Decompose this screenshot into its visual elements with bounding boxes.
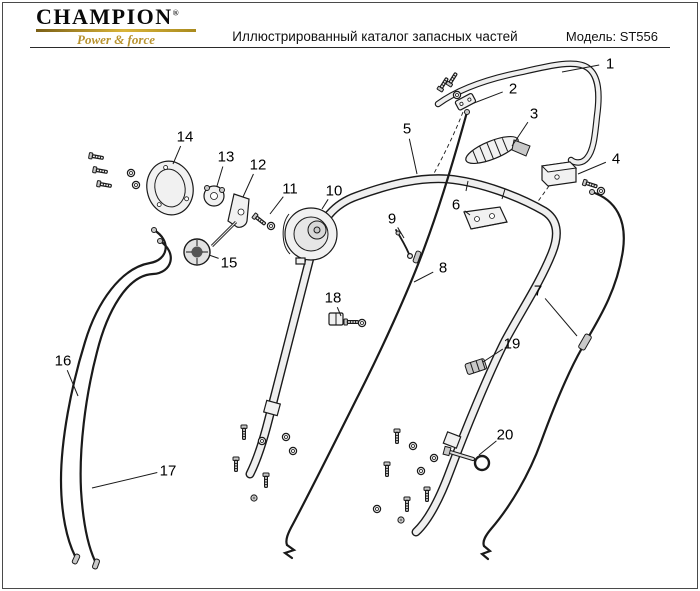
part-cable-end xyxy=(395,229,414,260)
svg-text:11: 11 xyxy=(282,180,298,197)
callout-19: 19 xyxy=(482,335,521,363)
callout-7: 7 xyxy=(534,282,578,337)
callout-17: 17 xyxy=(91,462,177,489)
svg-text:16: 16 xyxy=(55,352,72,369)
svg-text:4: 4 xyxy=(612,150,620,167)
callout-6: 6 xyxy=(452,196,471,216)
part-fasteners xyxy=(251,212,276,231)
callout-2: 2 xyxy=(473,80,517,104)
part-upper-handle-bar xyxy=(434,60,602,166)
callout-20: 20 xyxy=(478,426,514,456)
part-oval-cover xyxy=(87,151,194,216)
callout-15: 15 xyxy=(208,254,238,271)
callout-4: 4 xyxy=(577,150,620,175)
part-round-knob xyxy=(183,238,211,266)
model-label: Модель: ST556 xyxy=(565,29,658,44)
svg-text:2: 2 xyxy=(509,80,517,97)
callout-11: 11 xyxy=(269,180,298,215)
brand-tagline: Power & force xyxy=(77,32,155,47)
svg-text:19: 19 xyxy=(504,335,521,352)
svg-text:20: 20 xyxy=(497,426,514,443)
part-lever-plate xyxy=(210,193,250,248)
callout-18: 18 xyxy=(325,289,342,317)
svg-text:7: 7 xyxy=(534,282,542,299)
callout-16: 16 xyxy=(55,352,79,397)
callout-14: 14 xyxy=(172,128,194,165)
callout-9: 9 xyxy=(388,210,405,239)
part-lever-grip xyxy=(465,135,531,165)
svg-text:3: 3 xyxy=(530,105,538,122)
svg-text:14: 14 xyxy=(177,128,194,145)
callout-8: 8 xyxy=(413,259,447,283)
part-round-housing xyxy=(282,207,338,265)
callout-1: 1 xyxy=(561,55,614,73)
svg-text:17: 17 xyxy=(160,462,177,479)
svg-text:1: 1 xyxy=(606,55,614,72)
svg-text:18: 18 xyxy=(325,289,342,306)
callout-10: 10 xyxy=(321,182,343,210)
svg-text:6: 6 xyxy=(452,196,460,213)
callout-12: 12 xyxy=(242,156,267,198)
svg-text:10: 10 xyxy=(326,182,343,199)
svg-text:5: 5 xyxy=(403,120,411,137)
page-title: Иллюстрированный каталог запасных частей xyxy=(232,29,518,44)
part-cable-clamp xyxy=(328,312,367,328)
part-roller-spacer xyxy=(464,358,488,375)
brand-name: CHAMPION® xyxy=(36,4,179,29)
part-center-cable xyxy=(282,109,470,560)
callout-5: 5 xyxy=(403,120,418,175)
svg-text:12: 12 xyxy=(250,156,267,173)
part-left-cable-inner xyxy=(79,238,172,570)
part-clamp-block xyxy=(540,161,606,196)
svg-text:15: 15 xyxy=(221,254,238,271)
svg-text:13: 13 xyxy=(218,148,235,165)
header-divider xyxy=(30,47,670,48)
svg-text:9: 9 xyxy=(388,210,396,227)
registered-mark: ® xyxy=(172,8,179,18)
callout-3: 3 xyxy=(511,105,538,147)
part-eye-bolt xyxy=(442,445,491,472)
part-right-cable xyxy=(479,189,625,561)
callout-13: 13 xyxy=(216,148,235,187)
svg-text:8: 8 xyxy=(439,259,447,276)
brand-underline xyxy=(36,29,196,32)
part-pivot-bracket xyxy=(203,185,225,207)
part-left-cable-outer xyxy=(59,227,167,565)
brand-logo: CHAMPION® Power & force xyxy=(36,6,196,47)
part-bracket-plate xyxy=(463,206,508,230)
construction-line xyxy=(430,111,464,180)
part-mount-plate xyxy=(436,71,477,111)
